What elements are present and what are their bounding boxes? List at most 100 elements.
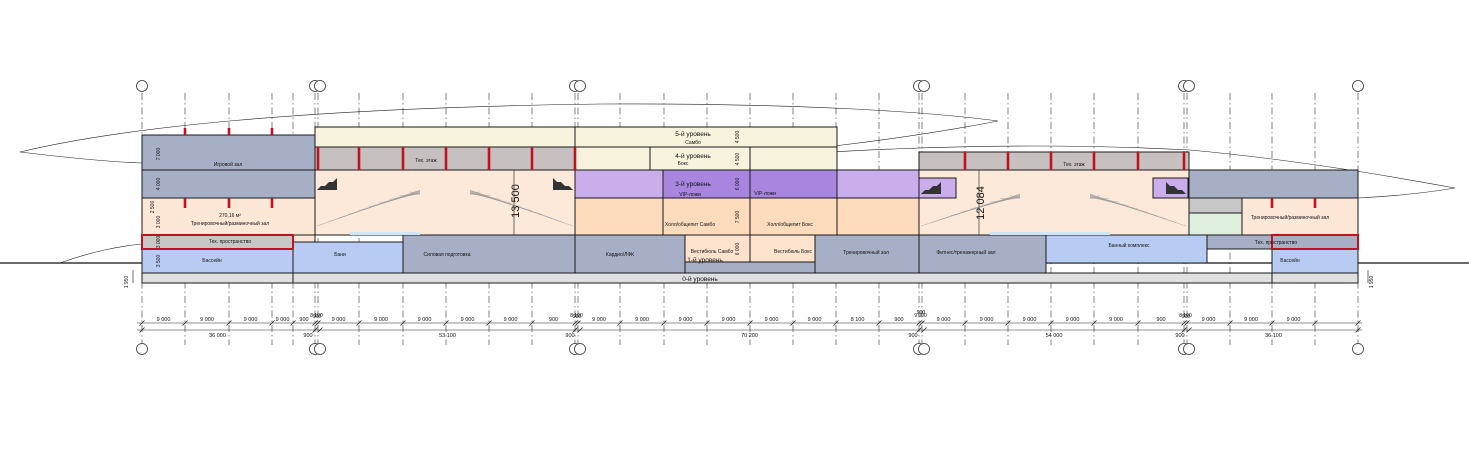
dim-tick xyxy=(315,320,321,326)
room-vip2-label: VIP-ложи xyxy=(754,191,776,197)
dim-label-row1: 8 100 xyxy=(310,313,323,319)
level-1-label: 1-й уровень xyxy=(687,256,723,264)
room-fitness-label: Фитнес/тренажерный зал xyxy=(936,249,995,256)
stand-steps xyxy=(553,178,573,190)
height-1950-right: 1 950 xyxy=(1369,276,1375,289)
dim-tick xyxy=(790,320,796,326)
floor-blocks xyxy=(141,126,1359,284)
dim-label-row1: 9 000 xyxy=(1244,317,1258,323)
dim-label-row1: 900 xyxy=(549,317,558,323)
height-6000b: 6 000 xyxy=(735,243,741,256)
block-arena-right xyxy=(918,169,1190,236)
block-l2-d xyxy=(836,197,920,236)
axis-bubble-top xyxy=(574,80,586,92)
dim-tick xyxy=(1355,327,1361,333)
dim-tick xyxy=(1181,320,1187,326)
room-vip1-label: VIP-ложи xyxy=(679,192,701,198)
room-banny-label: Банный комплекс xyxy=(1109,242,1150,249)
dim-tick xyxy=(617,320,623,326)
dim-label-row1: 9 000 xyxy=(592,317,606,323)
dim-label-row1: 8 100 xyxy=(570,313,583,319)
dim-tick xyxy=(1184,320,1190,326)
stand-row xyxy=(1089,197,1110,199)
dim-tick xyxy=(876,320,882,326)
room-vestibul-sambo-label: Вестибюль Самбо xyxy=(691,249,734,255)
dim-tick xyxy=(312,327,318,333)
height-left-7000: 7 000 xyxy=(156,148,162,161)
height-13500: 13 500 xyxy=(510,184,522,218)
block-l0-strip xyxy=(292,272,1359,284)
block-banny xyxy=(1045,234,1208,264)
dim-label-row1: 8 100 xyxy=(851,317,865,323)
height-4500b: 4 500 xyxy=(735,153,741,166)
arena-floor-right xyxy=(990,232,1110,235)
height-1950-left: 1 950 xyxy=(124,276,130,289)
room-tekh-prostr-left-label: Тех. пространство xyxy=(209,239,251,245)
block-left-base xyxy=(141,272,294,284)
axis-bubble-bottom xyxy=(918,343,930,355)
dim-tick xyxy=(290,320,296,326)
dim-label-row1: 9 000 xyxy=(332,317,346,323)
axis-bubble-bottom xyxy=(574,343,586,355)
tekh-left-outline xyxy=(141,234,294,250)
level-4-label: 4-й уровень xyxy=(675,152,711,160)
stand-row xyxy=(469,191,481,195)
axis-bubble-top xyxy=(1183,80,1195,92)
dim-label-row1: 9 000 xyxy=(1109,317,1123,323)
dim-tick xyxy=(916,327,922,333)
dim-tick xyxy=(1005,320,1011,326)
axis-bubble-top xyxy=(1352,80,1364,92)
block-l3-d xyxy=(836,169,920,199)
height-4500a: 4 500 xyxy=(735,131,741,144)
dim-label-row1: 9 000 xyxy=(722,317,736,323)
dim-tick xyxy=(1269,320,1275,326)
stand-row xyxy=(409,191,421,195)
dim-label-row1: 9 000 xyxy=(200,317,214,323)
dim-label-row1: 9 000 xyxy=(1066,317,1080,323)
dim-tick xyxy=(921,327,927,333)
axis-bubble-bottom xyxy=(1183,343,1195,355)
dim-tick xyxy=(572,320,578,326)
block-basseyn-left xyxy=(141,248,294,274)
dim-tick xyxy=(575,320,581,326)
room-vestibul-boks-label: Вестибюль Бокс xyxy=(774,249,812,255)
room-holl-sambo-label: Холл/общепит Самбо xyxy=(665,222,716,228)
axis-bubble-bottom xyxy=(136,343,148,355)
axis-bubble-top xyxy=(918,80,930,92)
room-tekh-etazh-right-label: Тех. этаж xyxy=(1063,162,1085,168)
height-6000a: 6 000 xyxy=(735,178,741,191)
height-12084: 12 084 xyxy=(975,186,987,220)
axis-bubble-top xyxy=(314,80,326,92)
stand-row xyxy=(399,193,421,196)
height-left-3500: 3 500 xyxy=(156,255,162,268)
room-tekh-etazh-label: Тех. этаж xyxy=(415,158,437,164)
dim-label-row2: 53 100 xyxy=(439,333,456,339)
dim-label-row1: 900 xyxy=(299,317,308,323)
room-area-label: 270,16 м² xyxy=(219,213,241,219)
block-l5-left xyxy=(314,126,576,148)
room-basseyn-right-label: Бассейн xyxy=(1280,257,1300,264)
block-holl-sambo xyxy=(662,197,751,236)
height-left-4000: 4 000 xyxy=(156,178,162,191)
dim-label-row1: 9 000 xyxy=(1287,317,1301,323)
dim-tick xyxy=(1186,327,1192,333)
dim-tick xyxy=(356,320,362,326)
block-arena-left xyxy=(314,169,576,236)
stand-row xyxy=(1089,196,1139,210)
dim-tick xyxy=(1135,320,1141,326)
height-left-2500: 2 500 xyxy=(150,201,156,214)
dim-tick xyxy=(833,320,839,326)
dim-label-row1: 9 000 xyxy=(276,317,290,323)
dim-label-row1: 9 000 xyxy=(937,317,951,323)
dim-label-row2: 36 000 xyxy=(209,333,226,339)
dim-tick xyxy=(1227,320,1233,326)
dim-tick xyxy=(1312,320,1318,326)
dim-tick xyxy=(919,320,925,326)
block-right-base xyxy=(1271,272,1359,284)
dim-label-row1: 8 100 xyxy=(1179,313,1192,319)
block-trenazh-right xyxy=(1241,197,1359,236)
dim-label-extra: 900 xyxy=(313,314,322,320)
room-bani-label: Бани xyxy=(334,252,346,258)
